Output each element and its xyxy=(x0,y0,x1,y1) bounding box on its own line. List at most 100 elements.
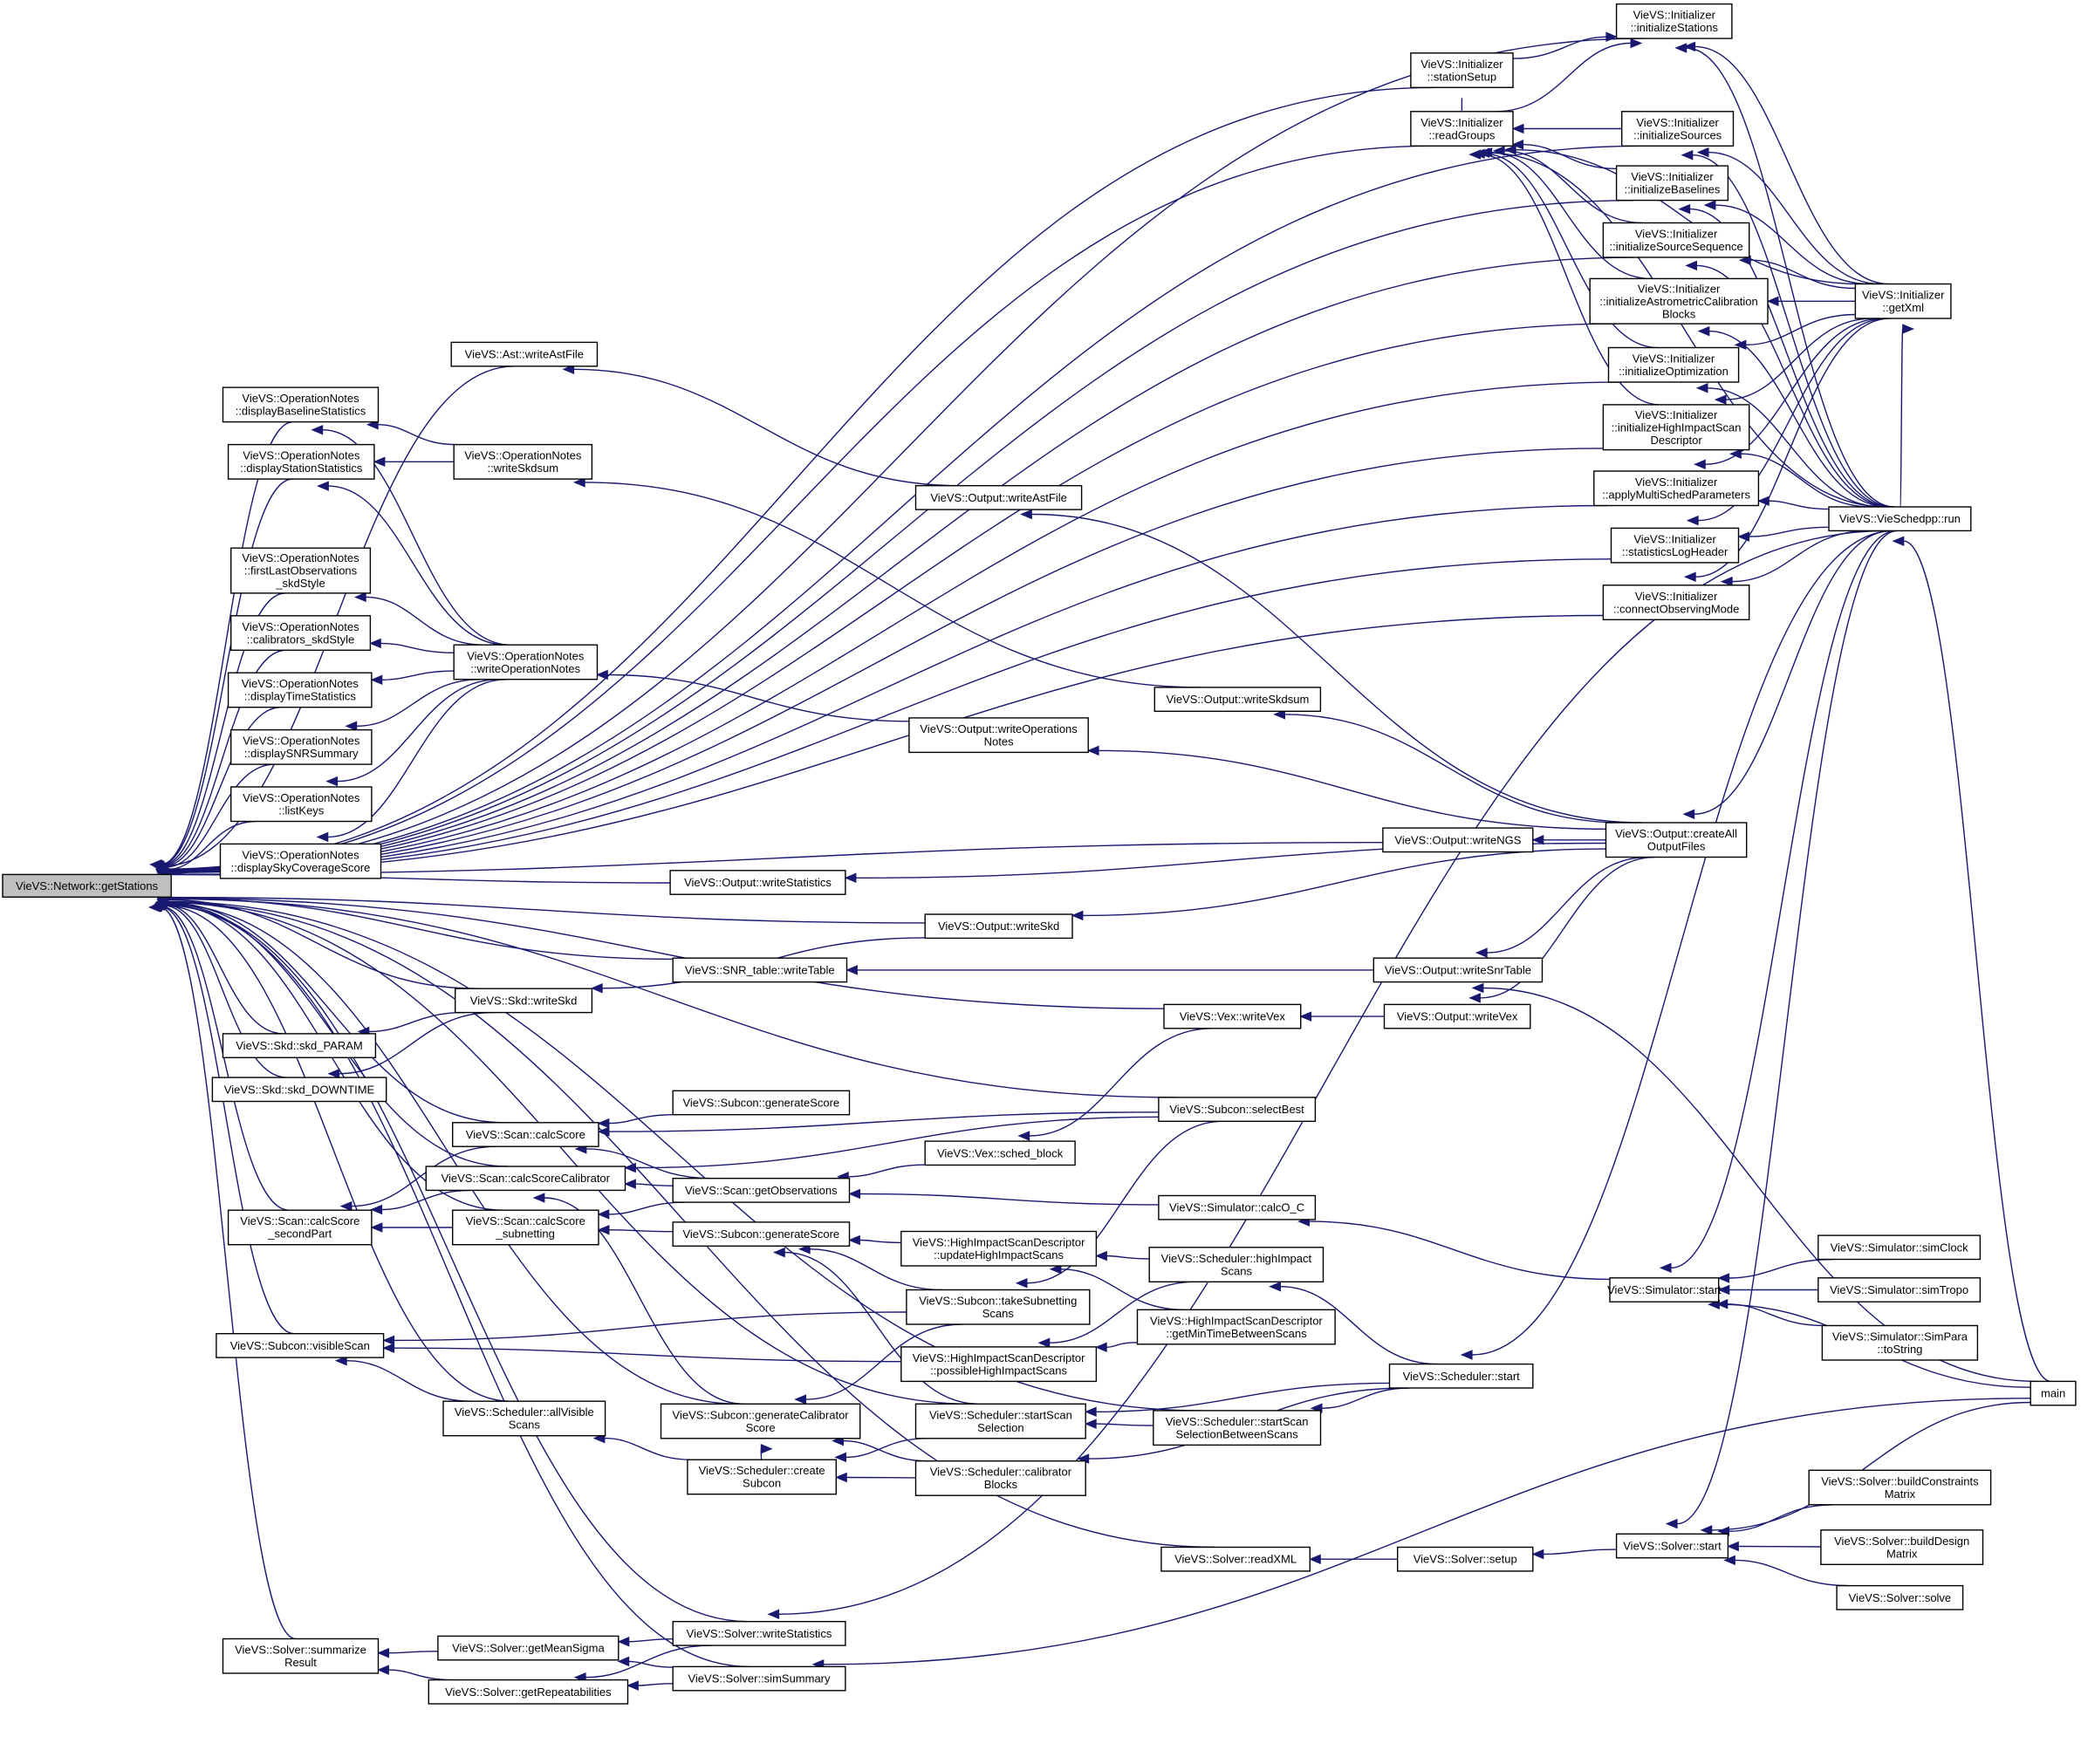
node-outWriteAst[interactable]: VieVS::Output::writeAstFile xyxy=(914,485,1083,510)
node-scanCalib[interactable]: VieVS::Scan::calcScoreCalibrator xyxy=(425,1166,626,1192)
node-simStart[interactable]: VieVS::Simulator::start xyxy=(1607,1277,1722,1302)
node-calibSkd[interactable]: VieVS::OperationNotes::calibrators_skdSt… xyxy=(230,615,372,651)
node-solverStart[interactable]: VieVS::Solver::start xyxy=(1615,1533,1729,1559)
node-getMean[interactable]: VieVS::Solver::getMeanSigma xyxy=(437,1635,620,1661)
node-statsLog[interactable]: VieVS::Initializer::statisticsLogHeader xyxy=(1610,527,1740,564)
node-getStations[interactable]: VieVS::Network::getStations xyxy=(2,873,172,899)
node-writeSkdsum[interactable]: VieVS::OperationNotes::writeSkdsum xyxy=(453,443,593,480)
node-outWriteNGS[interactable]: VieVS::Output::writeNGS xyxy=(1382,827,1534,853)
node-stationSetup[interactable]: VieVS::Initializer::stationSetup xyxy=(1410,52,1514,88)
node-applyMulti[interactable]: VieVS::Initializer::applyMultiSchedParam… xyxy=(1593,470,1760,507)
node-solverSetup[interactable]: VieVS::Solver::setup xyxy=(1396,1546,1534,1572)
node-label-line: ::applyMultiSchedParameters xyxy=(1602,489,1750,502)
node-snrWriteTable[interactable]: VieVS::SNR_table::writeTable xyxy=(672,957,848,983)
node-listKeys[interactable]: VieVS::OperationNotes::listKeys xyxy=(230,786,373,823)
node-label-line: VieVS::Scheduler::start xyxy=(1403,1370,1521,1383)
node-outSkdsum[interactable]: VieVS::Output::writeSkdsum xyxy=(1153,687,1322,713)
node-label-line: VieVS::OperationNotes xyxy=(467,649,585,662)
node-skdWriteSkd[interactable]: VieVS::Skd::writeSkd xyxy=(455,988,593,1014)
node-dispBaseline[interactable]: VieVS::OperationNotes::displayBaselineSt… xyxy=(222,386,380,423)
node-visibleScan[interactable]: VieVS::Subcon::visibleScan xyxy=(216,1332,385,1358)
node-schedStart[interactable]: VieVS::Scheduler::start xyxy=(1388,1363,1534,1389)
node-writeOpNotes[interactable]: VieVS::OperationNotes::writeOperationNot… xyxy=(453,644,599,680)
edge-line xyxy=(1482,987,2037,1383)
node-dispStation[interactable]: VieVS::OperationNotes::displayStationSta… xyxy=(227,443,375,480)
edge-createAll-to-outWriteSnr xyxy=(1475,856,1647,958)
node-subGenScore1[interactable]: VieVS::Subcon::generateScore xyxy=(672,1090,851,1116)
node-connectObs[interactable]: VieVS::Initializer::connectObservingMode xyxy=(1602,585,1750,620)
edge-line xyxy=(366,596,483,646)
edge-possHigh-to-visibleScan xyxy=(382,1343,901,1363)
node-label-line: VieVS::Output::writeNGS xyxy=(1394,833,1521,846)
node-schedBlock[interactable]: VieVS::Vex::sched_block xyxy=(924,1140,1076,1166)
node-label-line: ::initializeAstrometricCalibration xyxy=(1599,295,1757,308)
node-dispSNR[interactable]: VieVS::OperationNotes::displaySNRSummary xyxy=(230,728,373,765)
node-box xyxy=(1148,1247,1325,1283)
node-readGroups[interactable]: VieVS::Initializer::readGroups xyxy=(1410,111,1514,147)
node-dispTime[interactable]: VieVS::OperationNotes::displayTimeStatis… xyxy=(227,672,373,708)
node-simTropo[interactable]: VieVS::Simulator::simTropo xyxy=(1817,1277,1982,1302)
node-updHigh[interactable]: VieVS::HighImpactScanDescriptor::updateH… xyxy=(900,1230,1098,1267)
node-simPara[interactable]: VieVS::Simulator::SimPara::toString xyxy=(1821,1324,1979,1361)
edge-arrowhead xyxy=(848,1188,860,1200)
node-solve[interactable]: VieVS::Solver::solve xyxy=(1836,1584,1964,1610)
node-subnetting[interactable]: VieVS::Scan::calcScore_subnetting xyxy=(452,1209,599,1246)
node-outWriteSnr[interactable]: VieVS::Output::writeSnrTable xyxy=(1373,957,1544,983)
node-initAstro[interactable]: VieVS::Initializer::initializeAstrometri… xyxy=(1589,277,1769,325)
node-getXml[interactable]: VieVS::Initializer::getXml xyxy=(1854,283,1952,319)
node-skdParam[interactable]: VieVS::Skd::skd_PARAM xyxy=(222,1033,377,1059)
node-secondPart[interactable]: VieVS::Scan::calcScore_secondPart xyxy=(227,1209,373,1246)
node-box xyxy=(2030,1380,2077,1406)
node-box xyxy=(219,843,382,879)
node-label-line: VieVS::OperationNotes xyxy=(242,392,359,405)
node-scanCalcScore[interactable]: VieVS::Scan::calcScore xyxy=(452,1122,599,1147)
node-label-line: ::displaySNRSummary xyxy=(244,747,359,760)
node-getMinTime[interactable]: VieVS::HighImpactScanDescriptor::getMinT… xyxy=(1136,1309,1336,1345)
node-simClock[interactable]: VieVS::Simulator::simClock xyxy=(1817,1234,1982,1261)
node-vexWriteVex[interactable]: VieVS::Vex::writeVex xyxy=(1163,1003,1302,1029)
node-readXML[interactable]: VieVS::Solver::readXML xyxy=(1160,1546,1311,1572)
node-main[interactable]: main xyxy=(2030,1380,2077,1406)
node-skdDown[interactable]: VieVS::Skd::skd_DOWNTIME xyxy=(211,1077,387,1103)
node-subGenScore2[interactable]: VieVS::Subcon::generateScore xyxy=(672,1221,851,1248)
node-selectBest[interactable]: VieVS::Subcon::selectBest xyxy=(1158,1097,1317,1123)
node-initSources[interactable]: VieVS::Initializer::initializeSources xyxy=(1620,111,1735,147)
node-initSourceSeq[interactable]: VieVS::Initializer::initializeSourceSequ… xyxy=(1602,222,1750,258)
node-label-line: ::displayBaselineStatistics xyxy=(236,405,366,418)
edge-arrowhead xyxy=(1681,149,1694,161)
node-solverWriteStats[interactable]: VieVS::Solver::writeStatistics xyxy=(672,1620,846,1646)
node-getObs[interactable]: VieVS::Scan::getObservations xyxy=(672,1177,851,1203)
node-getRepeat[interactable]: VieVS::Solver::getRepeatabilities xyxy=(428,1679,629,1705)
node-initBaselines[interactable]: VieVS::Initializer::initializeBaselines xyxy=(1615,165,1729,202)
node-simSummary[interactable]: VieVS::Solver::simSummary xyxy=(672,1665,846,1692)
node-possHigh[interactable]: VieVS::HighImpactScanDescriptor::possibl… xyxy=(900,1346,1098,1383)
node-dispSky[interactable]: VieVS::OperationNotes::displaySkyCoverag… xyxy=(219,843,382,879)
node-outWriteStats[interactable]: VieVS::Output::writeStatistics xyxy=(669,870,846,895)
node-startBetween[interactable]: VieVS::Scheduler::startScanSelectionBetw… xyxy=(1153,1410,1322,1446)
node-box xyxy=(660,1403,861,1439)
node-run[interactable]: VieVS::VieSchedpp::run xyxy=(1828,506,1972,532)
node-initHigh[interactable]: VieVS::Initializer::initializeHighImpact… xyxy=(1602,404,1750,451)
node-initOpt[interactable]: VieVS::Initializer::initializeOptimizati… xyxy=(1607,346,1740,383)
node-outWriteVex[interactable]: VieVS::Output::writeVex xyxy=(1383,1003,1531,1029)
node-outWriteSkd[interactable]: VieVS::Output::writeSkd xyxy=(924,913,1073,940)
node-calcOC[interactable]: VieVS::Simulator::calcO_C xyxy=(1158,1194,1317,1220)
node-label-line: VieVS::Simulator::simTropo xyxy=(1830,1283,1968,1296)
node-writeAstFile[interactable]: VieVS::Ast::writeAstFile xyxy=(450,341,599,367)
node-label-line: Scans xyxy=(982,1307,1015,1320)
node-initStations[interactable]: VieVS::Initializer::initializeStations xyxy=(1615,3,1733,39)
edge-arrowhead xyxy=(1700,1525,1713,1535)
node-firstLast[interactable]: VieVS::OperationNotes::firstLastObservat… xyxy=(230,547,372,594)
